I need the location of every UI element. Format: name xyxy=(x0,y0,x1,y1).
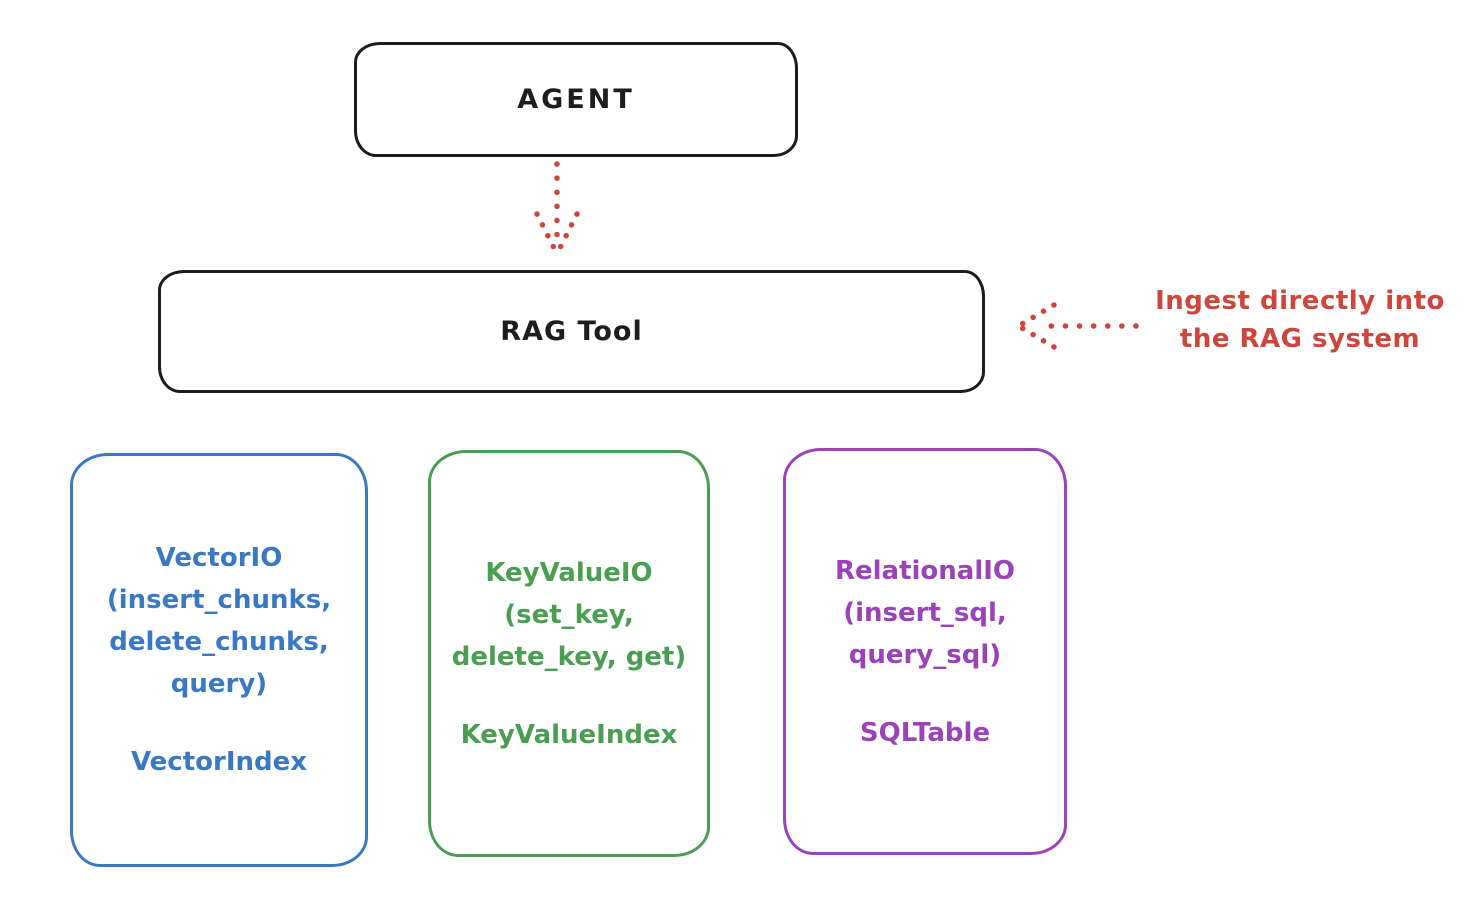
vector-io-line4: query) xyxy=(170,669,268,699)
relational-io-methods: RelationalIO (insert_sql, query_sql) xyxy=(835,550,1015,676)
keyvalue-index-label: KeyValueIndex xyxy=(460,719,678,750)
ingest-arrow xyxy=(1019,302,1139,350)
rag-tool-label: RAG Tool xyxy=(500,316,643,347)
agent-label: AGENT xyxy=(517,84,635,115)
vector-io-line3: delete_chunks, xyxy=(109,627,329,657)
relational-io-title: RelationalIO xyxy=(834,555,1016,586)
rag-tool-box: RAG Tool xyxy=(158,270,985,393)
relational-io-line3: query_sql) xyxy=(848,639,1002,670)
keyvalue-io-line3: delete_key, get) xyxy=(451,641,687,672)
vector-index-label: VectorIndex xyxy=(130,747,308,777)
vector-io-box: VectorIO (insert_chunks, delete_chunks, … xyxy=(70,453,368,867)
vector-io-methods: VectorIO (insert_chunks, delete_chunks, … xyxy=(107,537,331,705)
keyvalue-io-box: KeyValueIO (set_key, delete_key, get) Ke… xyxy=(428,450,710,857)
relational-io-box: RelationalIO (insert_sql, query_sql) SQL… xyxy=(783,448,1067,855)
agent-to-rag-arrow xyxy=(534,161,580,257)
ingest-annotation-line2: the RAG system xyxy=(1179,324,1421,354)
keyvalue-io-title: KeyValueIO xyxy=(485,557,653,588)
vector-io-title: VectorIO xyxy=(155,543,283,573)
relational-io-line2: (insert_sql, xyxy=(843,597,1007,628)
ingest-annotation: Ingest directly into the RAG system xyxy=(1125,282,1475,358)
keyvalue-io-line2: (set_key, xyxy=(504,599,634,630)
keyvalue-io-methods: KeyValueIO (set_key, delete_key, get) xyxy=(452,552,687,678)
vector-io-line2: (insert_chunks, xyxy=(106,585,332,615)
agent-box: AGENT xyxy=(354,42,798,157)
sql-table-label: SQLTable xyxy=(859,717,991,748)
ingest-annotation-line1: Ingest directly into xyxy=(1155,286,1445,316)
